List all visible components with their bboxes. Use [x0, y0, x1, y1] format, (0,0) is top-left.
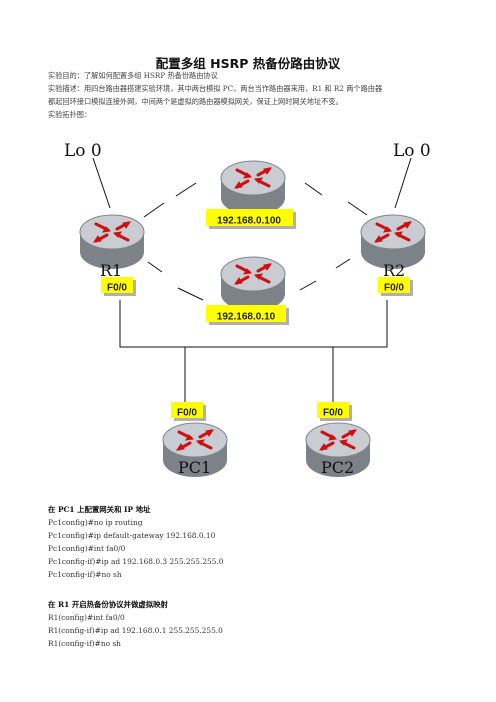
r1-port-tag: F0/0	[101, 277, 136, 296]
description-line-1: 实验描述：用四台路由器搭建实验环境，其中两台模拟 PC，两台当作路由器来用，R1…	[48, 84, 383, 93]
r1-port-label: F0/0	[107, 283, 127, 294]
link-r1-top-b	[175, 182, 197, 197]
link-r2-top-b	[347, 201, 368, 216]
config-line: R1(config)#int fa0/0	[48, 613, 125, 622]
config-line: Pc1config)#int fa0/0	[48, 544, 126, 553]
link-r1-lo	[92, 157, 111, 209]
r1-label: R1	[100, 261, 122, 280]
pc2-port-tag: F0/0	[317, 402, 352, 421]
pc1-label: PC1	[178, 458, 211, 477]
document-title: 配置多组 HSRP 热备份路由协议	[155, 56, 341, 71]
pc2-port-label: F0/0	[323, 408, 343, 419]
vip-top-address: 192.168.0.100	[217, 216, 281, 227]
link-r1-top-a	[143, 202, 165, 218]
lo0-left-label: Lo 0	[64, 141, 102, 161]
section-pc1-heading: 在 PC1 上配置网关和 IP 地址	[48, 505, 151, 514]
vip-mid-tag: 192.168.0.10	[206, 305, 289, 325]
vip-mid-address: 192.168.0.10	[217, 312, 276, 323]
lan-segment	[119, 300, 388, 348]
vip-top-tag: 192.168.0.100	[206, 209, 296, 229]
pc1-port-label: F0/0	[177, 408, 197, 419]
r2-port-tag: F0/0	[378, 277, 413, 296]
virtual-router-top-icon	[219, 159, 287, 217]
description-line-2: 都起回环接口模拟连接外网，中间两个是虚拟的路由器模拟网关，保证上网时网关地址不变…	[48, 97, 343, 106]
lo0-right-label: Lo 0	[393, 141, 431, 161]
pc2-label: PC2	[321, 458, 354, 477]
lan-bus	[119, 300, 388, 406]
pc1-port-tag: F0/0	[171, 402, 206, 421]
link-r2-mid-a	[299, 280, 317, 291]
config-line: Pc1config-if)#ip ad 192.168.0.3 255.255.…	[48, 557, 224, 566]
r2-label: R2	[383, 261, 405, 280]
config-line: Pc1config)#no ip routing	[48, 518, 143, 527]
section-r1-heading: 在 R1 开启热备份协议并做虚拟映射	[48, 600, 168, 609]
link-r1-mid-a	[147, 261, 163, 273]
link-r2-lo	[394, 157, 412, 209]
link-r2-mid-b	[335, 258, 351, 269]
config-line: R1(config-if)#ip ad 192.168.0.1 255.255.…	[48, 626, 223, 635]
link-r2-top-a	[304, 182, 323, 196]
config-line: R1(config-if)#no sh	[48, 639, 121, 648]
topology-label: 实验拓扑图：	[48, 110, 92, 119]
r2-port-label: F0/0	[384, 283, 404, 294]
config-line: Pc1config-if)#no sh	[48, 570, 122, 579]
config-line: Pc1config)#ip default-gateway 192.168.0.…	[48, 531, 216, 540]
purpose-text: 实验目的：了解如何配置多组 HSRP 热备份路由协议	[48, 71, 218, 80]
virtual-router-mid-icon	[219, 255, 287, 313]
connection-links	[92, 157, 412, 301]
link-r1-mid-b	[177, 287, 204, 301]
